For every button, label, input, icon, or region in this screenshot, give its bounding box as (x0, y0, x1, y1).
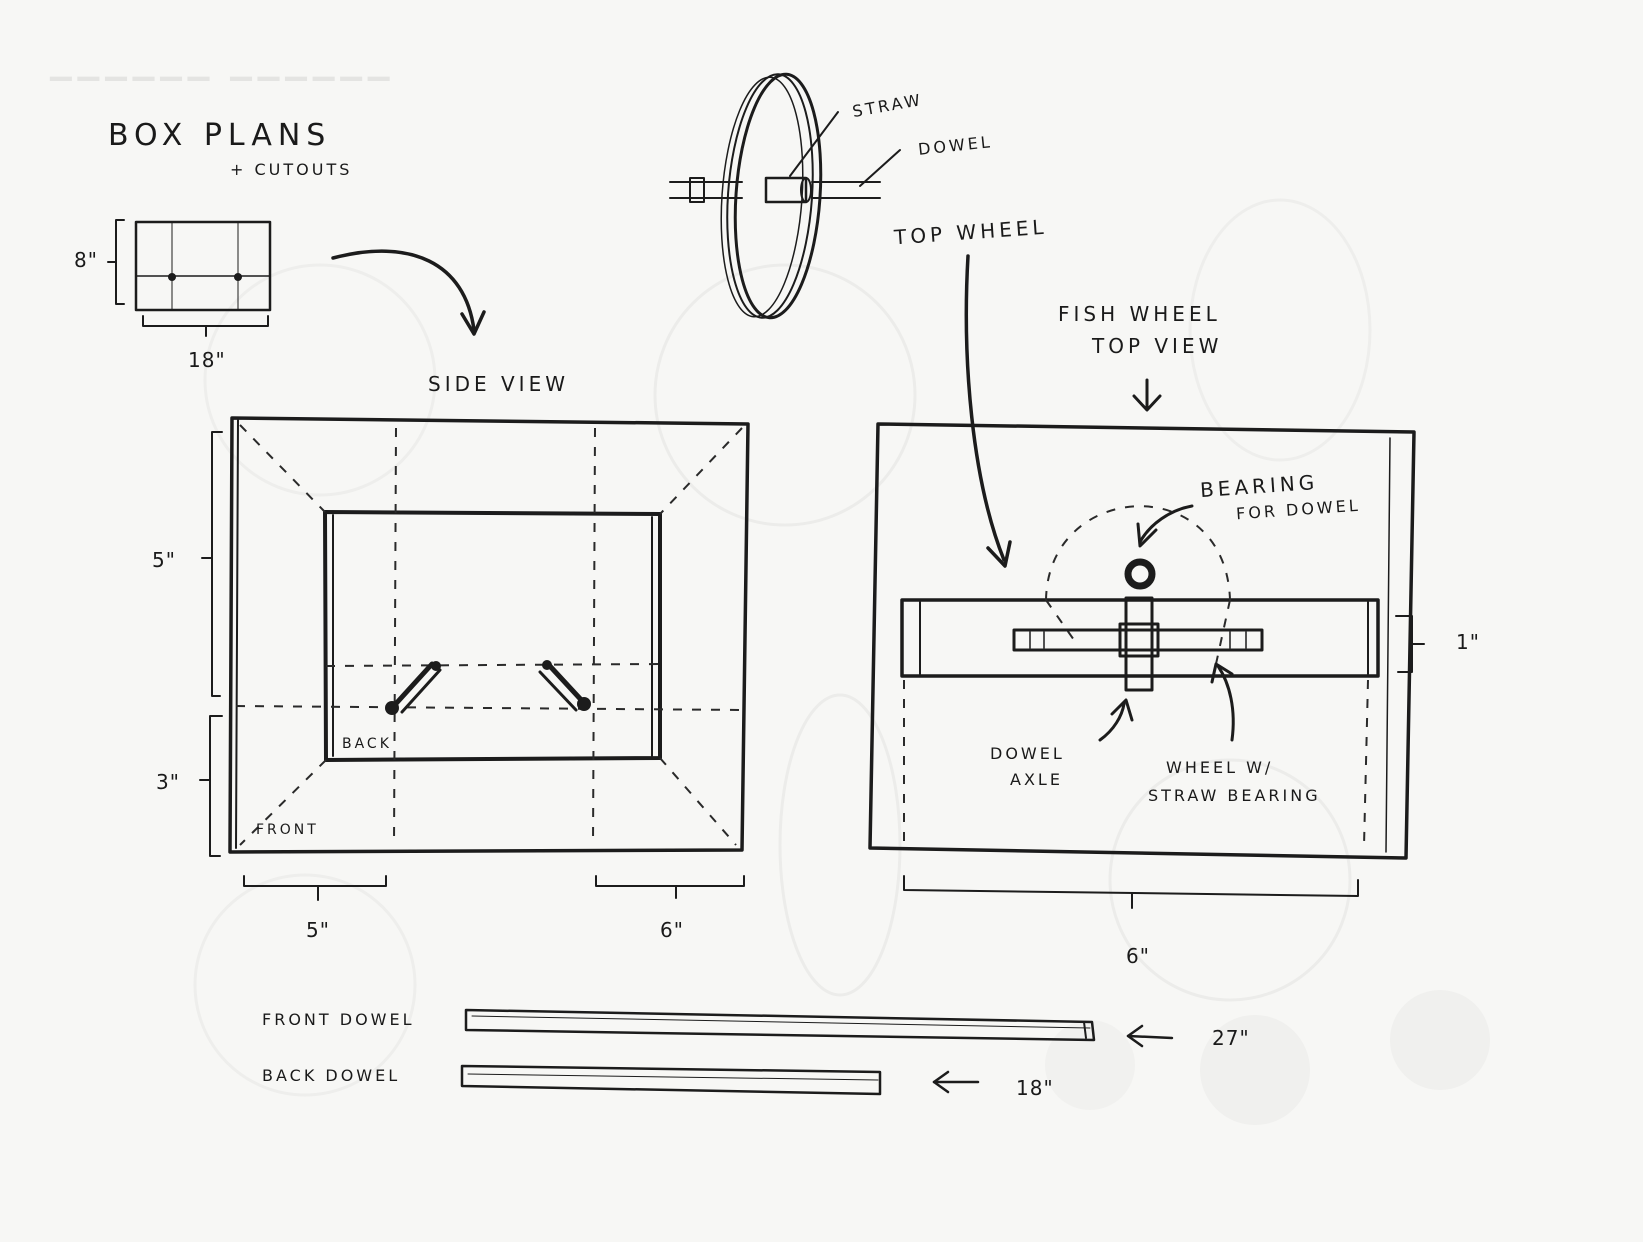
box-height-label: 8" (74, 248, 98, 272)
slot-height-label: 1" (1456, 630, 1480, 654)
label-front: FRONT (256, 822, 319, 838)
top-view-depth-label: 6" (1126, 944, 1150, 968)
label-back: BACK (342, 736, 392, 752)
side-view-drawing (199, 416, 750, 901)
back-dowel-drawing (460, 1064, 980, 1096)
wheel-sketch (669, 72, 901, 320)
back-dowel-label: BACK DOWEL (262, 1066, 401, 1085)
axle-label-line1: DOWEL (990, 744, 1065, 763)
show-through-ghost: ▁▁▁▁▁▁ ▁▁▁▁▁▁ (50, 48, 396, 81)
page-title: BOX PLANS (108, 118, 332, 153)
box-plan-sketch (107, 219, 272, 337)
arrow-to-side-view (331, 249, 486, 336)
front-dowel-length: 27" (1212, 1026, 1250, 1050)
top-view-title-line2: TOP VIEW (1092, 334, 1223, 358)
side-width-left-label: 5" (306, 918, 330, 942)
top-wheel-arrow (964, 254, 1012, 568)
box-width-label: 18" (188, 348, 226, 372)
top-view-drawing (868, 422, 1425, 909)
wheel-label-line2: STRAW BEARING (1148, 786, 1321, 805)
side-height-top-label: 5" (152, 548, 176, 572)
page-subtitle: + CUTOUTS (230, 160, 353, 179)
top-view-down-arrow (1132, 378, 1162, 412)
side-view-title: SIDE VIEW (428, 372, 569, 396)
axle-label-line2: AXLE (1010, 770, 1063, 789)
back-dowel-length: 18" (1016, 1076, 1054, 1100)
side-width-right-label: 6" (660, 918, 684, 942)
top-view-title-line1: FISH WHEEL (1058, 302, 1221, 326)
side-height-bottom-label: 3" (156, 770, 180, 794)
front-dowel-label: FRONT DOWEL (262, 1010, 415, 1029)
front-dowel-drawing (464, 1008, 1174, 1048)
wheel-label-line1: WHEEL W/ (1166, 758, 1274, 777)
